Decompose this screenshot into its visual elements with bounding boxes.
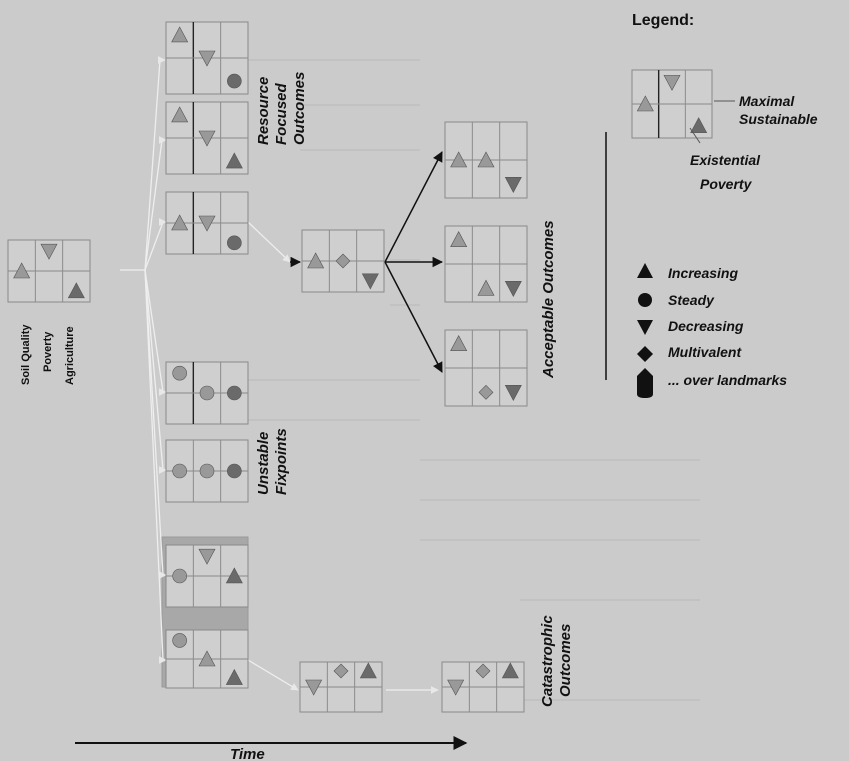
state-acceptable-2: [444, 225, 528, 303]
triangle-up-icon: [307, 252, 325, 269]
diamond-icon: [333, 663, 349, 679]
sustainable-label: Sustainable: [739, 111, 818, 127]
initial-state: [7, 239, 91, 303]
catastrophic-label-2: Outcomes: [557, 624, 574, 697]
catastrophic-label-1: Catastrophic: [539, 615, 556, 707]
circle-icon: [199, 385, 215, 401]
legend: Legend: Maximal Sustainable Existential …: [605, 12, 818, 398]
triangle-up-icon: [501, 662, 519, 679]
diamond-icon: [637, 346, 653, 362]
triangle-up-icon: [225, 152, 243, 169]
triangle-down-icon: [40, 243, 58, 260]
triangle-down-icon: [198, 130, 216, 147]
triangle-down-icon: [198, 215, 216, 232]
state-catastrophic-2: [441, 661, 525, 713]
unstable-fixpoints-label-1: Unstable: [255, 432, 272, 495]
triangle-up-icon: [359, 662, 377, 679]
maximal-label: Maximal: [739, 93, 795, 109]
triangle-up-icon: [636, 95, 654, 112]
connectors: [120, 56, 439, 694]
diamond-icon: [478, 384, 494, 400]
diamond-icon: [475, 663, 491, 679]
circle-icon: [199, 463, 215, 479]
diamond-icon: [335, 253, 351, 269]
triangle-up-icon: [171, 106, 189, 123]
legend-landmarks: ... over landmarks: [668, 372, 787, 388]
circle-icon: [227, 385, 242, 401]
triangle-down-icon: [504, 281, 522, 297]
circle-icon: [172, 568, 187, 584]
state-acceptable-1: [444, 121, 528, 199]
circle-icon: [172, 463, 187, 479]
state-precursor-1: [165, 544, 249, 608]
group-labels: Resource Focused Outcomes Unstable Fixpo…: [255, 72, 574, 707]
state-unstable-1: [165, 361, 249, 425]
state-resource-3: [165, 191, 249, 255]
triangle-up-icon: [67, 282, 85, 299]
state-precursor-2: [165, 629, 249, 689]
triangle-up-icon: [477, 279, 495, 296]
state-hub: [301, 229, 385, 293]
triangle-up-icon: [13, 262, 31, 279]
state-catastrophic-1: [299, 661, 383, 713]
time-label: Time: [230, 746, 265, 761]
resource-focused-label-1: Resource: [255, 77, 272, 145]
landmark-icon: [637, 368, 653, 398]
legend-steady: Steady: [668, 292, 715, 308]
triangle-up-icon: [171, 26, 189, 43]
black-arrows: [290, 151, 444, 373]
triangle-up-icon: [690, 117, 708, 134]
triangle-down-icon: [198, 50, 216, 67]
circle-icon: [227, 73, 242, 89]
triangle-up-icon: [450, 335, 468, 351]
circle-icon: [227, 463, 242, 479]
triangle-up-icon: [477, 151, 495, 168]
label-poverty: Poverty: [42, 331, 54, 372]
triangle-up-icon: [225, 567, 243, 584]
circle-icon: [172, 365, 187, 381]
existential-pointer: [689, 127, 701, 144]
triangle-down-icon: [361, 273, 379, 290]
state-resource-2: [165, 101, 249, 175]
triangle-down-icon: [504, 385, 522, 401]
label-soil-quality: Soil Quality: [20, 324, 32, 385]
triangle-down-icon: [504, 177, 522, 193]
state-acceptable-3: [444, 329, 528, 407]
resource-focused-label-3: Outcomes: [291, 72, 308, 145]
acceptable-outcomes-label: Acceptable Outcomes: [540, 220, 557, 379]
triangle-down-icon: [663, 74, 681, 91]
legend-items: Increasing Steady Decreasing Multivalent…: [637, 263, 787, 398]
triangle-up-icon: [450, 151, 468, 168]
triangle-down-icon: [637, 320, 653, 335]
legend-increasing: Increasing: [668, 265, 738, 281]
label-agriculture: Agriculture: [64, 326, 76, 385]
triangle-up-icon: [198, 650, 216, 667]
background-text-texture: [230, 59, 700, 701]
state-boxes: [7, 21, 713, 713]
triangle-down-icon: [305, 679, 323, 696]
initial-state-labels: Soil Quality Poverty Agriculture: [20, 324, 76, 385]
legend-multivalent: Multivalent: [668, 344, 742, 360]
triangle-up-icon: [637, 263, 653, 278]
legend-sample-state: [631, 69, 713, 139]
unstable-fixpoints-label-2: Fixpoints: [273, 428, 290, 495]
triangle-down-icon: [198, 548, 216, 565]
circle-icon: [638, 293, 652, 307]
triangle-up-icon: [450, 231, 468, 247]
poverty-label: Poverty: [700, 176, 753, 192]
triangle-down-icon: [447, 679, 465, 696]
resource-focused-label-2: Focused: [273, 82, 290, 145]
triangle-up-icon: [225, 668, 243, 685]
state-resource-1: [165, 21, 249, 95]
triangle-up-icon: [171, 214, 189, 231]
circle-icon: [172, 633, 187, 648]
existential-label: Existential: [690, 152, 761, 168]
state-unstable-2: [165, 439, 249, 503]
circle-icon: [227, 235, 242, 251]
legend-decreasing: Decreasing: [668, 318, 744, 334]
legend-title: Legend:: [632, 12, 694, 29]
